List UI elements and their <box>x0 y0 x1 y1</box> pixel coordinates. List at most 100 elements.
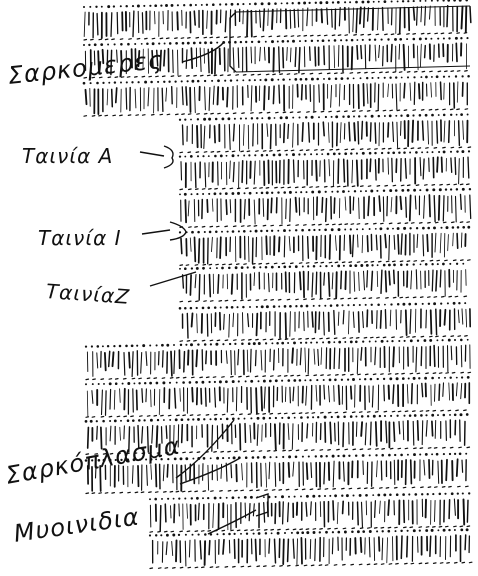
dash-mark <box>233 567 236 568</box>
dash-mark <box>195 265 198 266</box>
z-line-dot <box>83 82 86 85</box>
striation-mark <box>399 44 400 59</box>
z-line-dot <box>325 1 328 4</box>
striation-mark <box>183 275 184 288</box>
dash-mark <box>411 148 414 149</box>
dash-mark <box>307 112 310 113</box>
dash-mark <box>234 226 237 227</box>
striation-mark <box>339 8 340 26</box>
z-line-dot <box>413 189 416 192</box>
dash-mark <box>380 488 383 489</box>
dash-mark <box>264 300 267 301</box>
z-line-dot <box>395 530 397 532</box>
striation-mark <box>388 158 389 174</box>
dash-mark <box>255 376 257 377</box>
dash-mark <box>414 448 417 449</box>
dash-mark <box>391 34 394 35</box>
z-line-dot <box>436 339 438 341</box>
striation-mark <box>399 422 400 434</box>
z-line-dot <box>391 1 393 3</box>
striation-mark <box>187 504 188 519</box>
z-line-dot <box>328 40 330 42</box>
dash-mark <box>468 372 471 373</box>
z-line-dot <box>101 6 103 8</box>
striation-mark <box>306 503 307 517</box>
z-line-dot <box>204 343 207 346</box>
z-line-dot <box>440 227 442 229</box>
z-line-dot <box>461 150 464 153</box>
striation-mark <box>220 313 221 330</box>
z-line-dot <box>244 418 246 420</box>
striation-mark <box>343 462 344 481</box>
dash-mark <box>218 113 221 114</box>
striation-mark <box>465 535 466 550</box>
z-line-dot <box>331 228 334 231</box>
striation-mark <box>290 312 291 337</box>
striation-mark <box>354 272 355 292</box>
z-line-dot <box>208 155 210 157</box>
dash-mark <box>467 447 470 448</box>
striation-mark <box>369 537 370 557</box>
dash-mark <box>354 35 357 36</box>
z-line-dot <box>199 42 201 44</box>
striation-mark <box>394 235 395 249</box>
striation-mark <box>97 426 98 439</box>
z-line-dot <box>264 78 267 81</box>
z-line-dot <box>332 455 335 458</box>
z-line-dot <box>370 190 373 193</box>
z-line-dot <box>342 115 344 117</box>
dash-mark <box>344 412 347 413</box>
z-line-dot <box>462 188 465 191</box>
dash-mark <box>180 265 183 266</box>
z-line-dot <box>232 154 235 157</box>
dash-mark <box>328 529 331 530</box>
z-line-dot <box>231 192 234 195</box>
z-line-dot <box>208 381 210 383</box>
dash-mark <box>280 225 283 226</box>
striation-mark <box>324 463 325 484</box>
z-line-dot <box>311 40 313 42</box>
striation-mark <box>271 198 272 212</box>
z-line-dot <box>403 415 405 417</box>
dash-mark <box>265 490 268 491</box>
striation-mark <box>266 463 267 487</box>
dash-mark <box>318 489 321 490</box>
dash-mark <box>192 377 195 378</box>
dash-mark <box>101 417 104 418</box>
dash-mark <box>195 531 198 532</box>
striation-mark <box>418 537 419 553</box>
striation-mark <box>338 159 339 183</box>
z-line-dot <box>175 418 178 421</box>
striation-mark <box>411 460 412 484</box>
dash-mark <box>389 223 392 224</box>
z-line-dot <box>400 454 403 457</box>
dash-mark <box>257 490 260 491</box>
z-line-dot <box>467 114 469 116</box>
striation-mark <box>111 13 112 37</box>
striation-mark <box>301 538 302 564</box>
striation-mark <box>339 349 340 369</box>
z-line-dot <box>375 454 377 456</box>
z-line-dot <box>289 191 292 194</box>
z-line-dot <box>192 458 194 460</box>
striation-mark <box>227 88 228 107</box>
dash-mark <box>211 491 214 492</box>
striation-mark <box>212 199 213 211</box>
striation-mark <box>267 124 268 137</box>
dash-mark <box>403 487 406 488</box>
z-line-dot <box>158 43 160 45</box>
z-line-dot <box>408 303 411 306</box>
dash-mark <box>374 223 377 224</box>
striation-mark <box>387 538 388 563</box>
z-line-dot <box>160 4 162 6</box>
striation-mark <box>457 459 458 476</box>
z-line-dot <box>465 0 468 1</box>
dash-mark <box>213 377 216 378</box>
z-line-dot <box>425 529 428 532</box>
dash-mark <box>434 297 437 298</box>
z-line-dot <box>138 382 140 384</box>
striation-mark <box>404 83 405 97</box>
z-line-dot <box>373 1 375 3</box>
z-line-dot <box>466 413 469 416</box>
z-line-dot <box>263 496 265 498</box>
